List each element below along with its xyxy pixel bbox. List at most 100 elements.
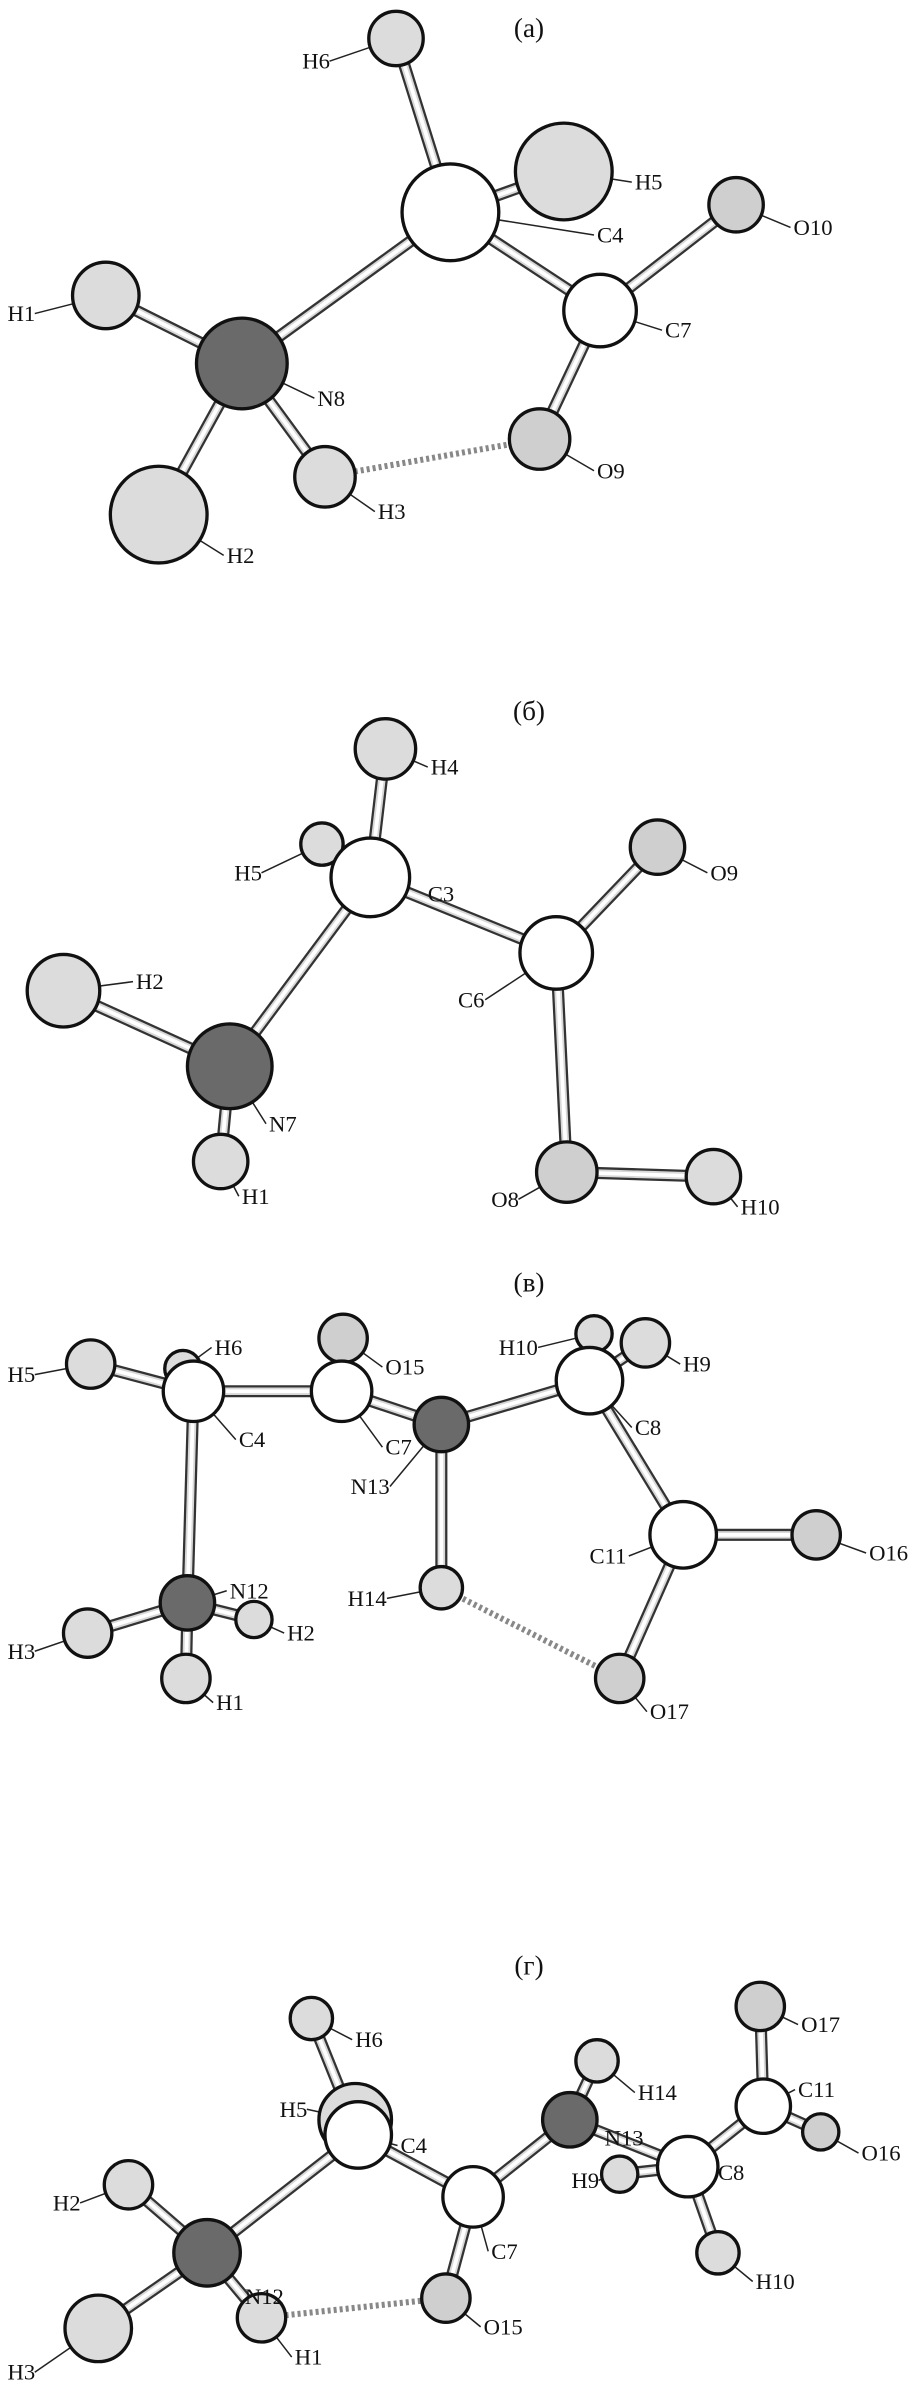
- atom-H9: [619, 1317, 672, 1369]
- atom-H1: [70, 260, 141, 331]
- atom-label-H2: H2: [227, 543, 255, 568]
- atom-label-H5: H5: [8, 1362, 36, 1387]
- atom-label-H14: H14: [348, 1586, 387, 1611]
- atom-O16: [790, 1509, 843, 1561]
- atom-H9: [599, 2154, 640, 2195]
- atom-label-N8: N8: [317, 386, 345, 411]
- atom-label-C4: C4: [597, 223, 623, 248]
- atom-O17: [593, 1652, 646, 1705]
- atom-label-H6: H6: [302, 49, 330, 74]
- atom-H1: [235, 2291, 288, 2344]
- atom-N8: [194, 316, 289, 411]
- atom-H3: [293, 444, 357, 509]
- panel-title: (a): [514, 13, 544, 43]
- atom-H3: [63, 2293, 134, 2364]
- atom-label-H10: H10: [499, 1335, 538, 1360]
- panel-title: (в): [514, 1268, 545, 1298]
- atom-label-O8: O8: [491, 1187, 519, 1212]
- panel-title: (б): [513, 696, 545, 726]
- atom-H5: [64, 1338, 117, 1390]
- atom-H5: [513, 121, 614, 222]
- atom-H2: [102, 2158, 155, 2211]
- atom-C3: [329, 836, 412, 919]
- atom-N13: [412, 1395, 471, 1454]
- atom-label-O9: O9: [597, 458, 625, 483]
- atom-label-H2: H2: [136, 969, 164, 994]
- atom-label-C11: C11: [798, 2077, 835, 2102]
- atom-O10: [707, 175, 765, 234]
- atom-label-H5: H5: [234, 860, 262, 885]
- atom-O8: [534, 1140, 599, 1204]
- atom-H3: [61, 1607, 114, 1659]
- atom-label-H4: H4: [431, 755, 459, 780]
- atom-C8: [554, 1345, 625, 1416]
- atom-label-H9: H9: [683, 1352, 711, 1377]
- atom-C4: [161, 1359, 226, 1424]
- atom-label-H1: H1: [242, 1184, 270, 1209]
- atom-H14: [574, 2038, 620, 2084]
- atom-H6: [367, 9, 425, 68]
- atom-N12: [158, 1573, 217, 1632]
- atom-label-N13: N13: [351, 1474, 390, 1499]
- atom-label-H5: H5: [280, 2097, 308, 2122]
- atom-label-H2: H2: [287, 1621, 315, 1646]
- atom-label-C7: C7: [491, 2239, 517, 2264]
- atom-C7: [562, 272, 638, 349]
- atom-label-O15: O15: [484, 2314, 523, 2339]
- atom-label-H2: H2: [53, 2190, 81, 2215]
- atom-C11: [648, 1499, 719, 1570]
- atom-label-H10: H10: [756, 2269, 795, 2294]
- atom-O16: [800, 2112, 841, 2152]
- atom-label-O17: O17: [650, 1699, 689, 1724]
- atom-label-O17: O17: [801, 2012, 840, 2037]
- hydrogen-bond-H14-O17: [439, 1585, 622, 1682]
- atom-label-C4: C4: [401, 2133, 427, 2158]
- atom-H10: [684, 1147, 743, 1206]
- atom-label-C4: C4: [239, 1427, 265, 1452]
- atom-H1: [160, 1652, 212, 1705]
- atom-label-H9: H9: [571, 2168, 599, 2193]
- atom-C7: [441, 2164, 505, 2229]
- atom-H14: [418, 1564, 465, 1611]
- atom-C6: [518, 914, 595, 991]
- atom-label-H1: H1: [8, 301, 36, 326]
- atom-label-C8: C8: [718, 2160, 744, 2185]
- atom-label-C6: C6: [458, 987, 484, 1012]
- atom-H2: [234, 1599, 274, 1640]
- atom-O9: [628, 818, 687, 876]
- atom-label-N12: N12: [230, 1578, 269, 1603]
- atom-label-N12: N12: [245, 2284, 284, 2309]
- atom-H2: [25, 952, 102, 1029]
- atom-C4: [400, 162, 501, 263]
- atom-N12: [172, 2217, 242, 2288]
- atom-label-O16: O16: [869, 1541, 908, 1566]
- atom-O9: [507, 407, 572, 471]
- atom-label-H14: H14: [638, 2080, 677, 2105]
- atom-H2: [108, 464, 209, 565]
- atom-C4: [323, 2099, 394, 2170]
- atom-label-H6: H6: [215, 1335, 243, 1360]
- atom-C8: [655, 2134, 720, 2199]
- hydrogen-bond-H3-O9: [324, 436, 541, 480]
- atom-label-H10: H10: [741, 1194, 780, 1219]
- atom-label-H1: H1: [216, 1690, 244, 1715]
- atom-N7: [185, 1022, 274, 1111]
- atom-label-C11: C11: [589, 1544, 626, 1569]
- atom-H4: [353, 716, 418, 781]
- atom-N13: [540, 2090, 599, 2149]
- atom-label-H5: H5: [635, 170, 663, 195]
- atom-label-O16: O16: [862, 2141, 901, 2166]
- atom-label-N13: N13: [605, 2125, 644, 2150]
- atom-H10: [695, 2229, 741, 2276]
- atom-label-H1: H1: [295, 2345, 323, 2370]
- atom-label-C8: C8: [635, 1415, 661, 1440]
- bond-C4-N12: [181, 1391, 200, 1604]
- atom-H6: [288, 1995, 335, 2042]
- atom-O15: [420, 2272, 472, 2324]
- atom-label-H3: H3: [8, 2360, 36, 2385]
- atom-label-C3: C3: [428, 882, 454, 907]
